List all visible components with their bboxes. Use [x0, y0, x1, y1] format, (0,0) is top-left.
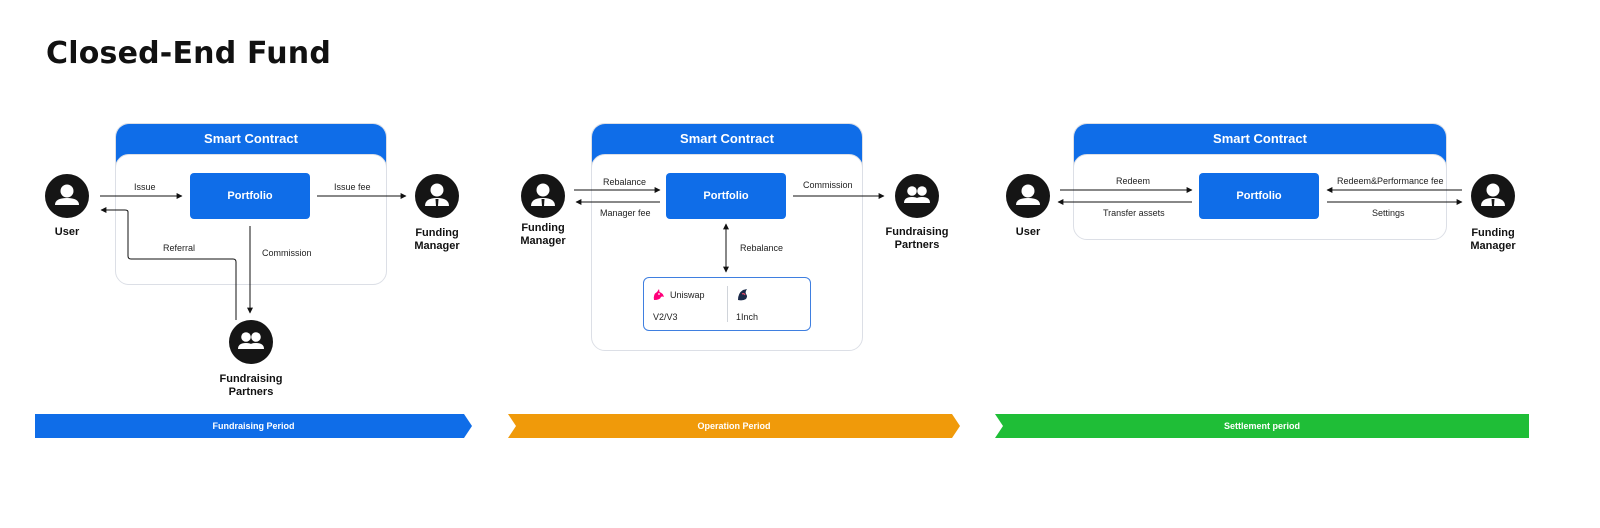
label-redeem-performance-fee: Redeem&Performance fee [1337, 176, 1444, 186]
uniswap-label: Uniswap [670, 290, 705, 300]
actor-label-funding-manager: Funding Manager [414, 227, 460, 252]
phase-label-operation: Operation Period [697, 421, 771, 431]
manager-avatar [1471, 174, 1515, 218]
label-issue: Issue [134, 182, 156, 192]
actor-label-funding-manager: Funding Manager [1470, 227, 1516, 252]
actor-label-funding-manager: Funding Manager [520, 222, 566, 247]
arrow-referral [100, 207, 237, 320]
portfolio-box: Portfolio [1199, 173, 1319, 219]
label-rebalance-dex: Rebalance [740, 243, 784, 253]
label-issue-fee: Issue fee [334, 182, 371, 192]
label-settings: Settings [1372, 208, 1405, 218]
oneinch-label: 1Inch [736, 312, 759, 322]
oneinch-icon [738, 289, 747, 301]
user-icon [1016, 184, 1040, 205]
user-avatar [1006, 174, 1050, 218]
dex-box: Uniswap V2/V3 1Inch [643, 277, 811, 331]
portfolio-box: Portfolio [666, 173, 786, 219]
label-commission: Commission [803, 180, 853, 190]
group-icon [904, 186, 930, 203]
actor-label-fundraising-partners: Fundraising Partners [885, 226, 949, 251]
phase-bar-operation [508, 414, 960, 438]
actor-label-user: User [1015, 226, 1041, 238]
user-icon [55, 184, 79, 205]
page-title: Closed-End Fund [46, 36, 331, 71]
label-rebalance: Rebalance [603, 177, 647, 187]
phase-bar-fundraising [35, 414, 472, 438]
label-transfer-assets: Transfer assets [1103, 208, 1165, 218]
uniswap-version: V2/V3 [653, 312, 678, 322]
manager-icon [531, 183, 555, 206]
user-avatar [45, 174, 89, 218]
partners-avatar [229, 320, 273, 364]
manager-icon [425, 183, 449, 206]
label-referral: Referral [163, 243, 196, 253]
phase-bar-settlement [995, 414, 1529, 438]
actor-label-fundraising-partners: Fundraising Partners [219, 373, 283, 398]
manager-icon [1481, 183, 1505, 206]
manager-avatar [521, 174, 565, 218]
actor-label-user: User [54, 226, 80, 238]
portfolio-box: Portfolio [190, 173, 310, 219]
phase-label-fundraising: Fundraising Period [212, 421, 295, 431]
unicorn-icon [653, 289, 664, 300]
label-manager-fee: Manager fee [600, 208, 651, 218]
phase-label-settlement: Settlement period [1223, 421, 1300, 431]
label-commission: Commission [262, 248, 312, 258]
label-redeem: Redeem [1116, 176, 1151, 186]
manager-avatar [415, 174, 459, 218]
partners-avatar [895, 174, 939, 218]
group-icon [238, 332, 264, 349]
